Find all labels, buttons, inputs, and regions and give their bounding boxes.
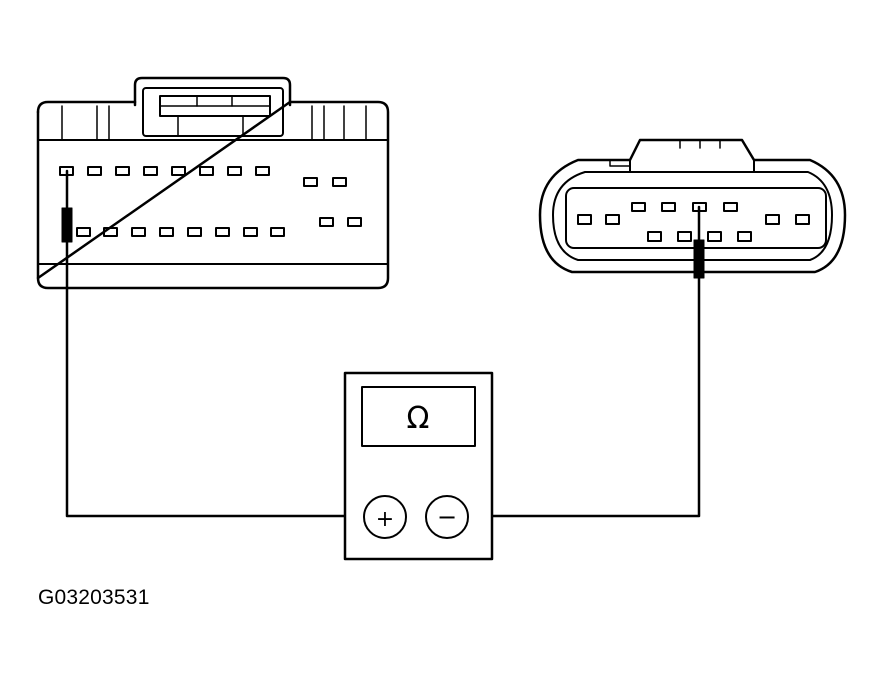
test-lead-negative — [466, 205, 705, 518]
right-connector — [538, 138, 847, 274]
right-connector-pins — [577, 202, 810, 242]
figure-id: G03203531 — [38, 586, 150, 609]
positive-terminal — [363, 495, 407, 539]
plus-symbol: + — [376, 507, 394, 532]
negative-terminal — [425, 495, 469, 539]
left-connector-pins-row1 — [59, 166, 347, 187]
test-lead-positive — [61, 169, 368, 518]
ohm-symbol: Ω — [407, 401, 430, 436]
left-connector — [36, 76, 390, 290]
minus-symbol: − — [437, 503, 457, 531]
ohmmeter — [343, 371, 494, 561]
meter-display — [361, 386, 476, 447]
left-connector-pins-row2 — [76, 217, 362, 237]
